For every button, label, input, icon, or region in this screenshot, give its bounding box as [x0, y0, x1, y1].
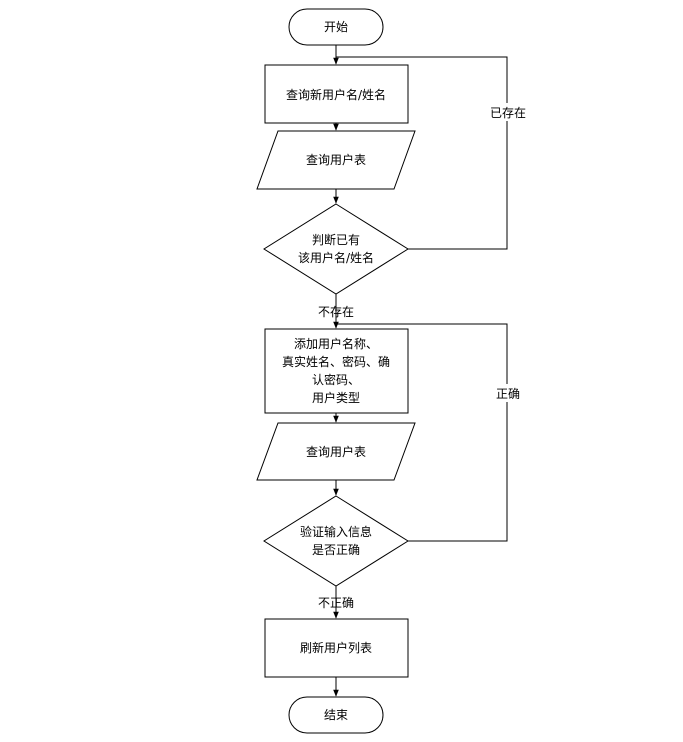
validate-input-line-1: 验证输入信息: [300, 524, 372, 539]
label-exists-bg: [484, 103, 530, 121]
add-user-line-1: 添加用户名称、: [294, 336, 378, 351]
start-label: 开始: [324, 20, 348, 34]
start-node: 开始: [288, 8, 384, 46]
check-exists-decision: 判断已有 该用户名/姓名: [263, 203, 409, 295]
label-not-exists: 不存在: [318, 305, 354, 319]
end-label: 结束: [324, 708, 348, 722]
label-correct-bg: [492, 384, 524, 402]
validate-input-decision: 验证输入信息 是否正确: [263, 495, 409, 587]
add-user-line-3: 认密码、: [312, 372, 360, 387]
check-exists-line-2: 该用户名/姓名: [298, 250, 374, 265]
add-user-line-2: 真实姓名、密码、确: [282, 354, 390, 369]
label-correct: 正确: [496, 387, 520, 401]
query-user-table-2-label: 查询用户表: [306, 444, 366, 459]
query-user-table-1-label: 查询用户表: [306, 152, 366, 167]
query-new-user-label: 查询新用户名/姓名: [286, 87, 386, 102]
label-exists: 已存在: [490, 106, 526, 120]
check-exists-line-1: 判断已有: [312, 232, 360, 247]
query-user-table-2-node: 查询用户表: [256, 422, 416, 481]
end-node: 结束: [288, 696, 384, 734]
query-user-table-1-node: 查询用户表: [256, 130, 416, 190]
label-incorrect: 不正确: [318, 596, 354, 610]
refresh-list-node: 刷新用户列表: [264, 618, 409, 678]
query-new-user-node: 查询新用户名/姓名: [264, 64, 409, 124]
refresh-list-label: 刷新用户列表: [300, 640, 372, 655]
add-user-line-4: 用户类型: [312, 390, 360, 405]
add-user-node: 添加用户名称、 真实姓名、密码、确 认密码、 用户类型: [264, 328, 409, 414]
edge-exists-loop: [336, 56, 508, 250]
edge-correct-loop: [336, 323, 508, 542]
validate-input-line-2: 是否正确: [312, 543, 360, 557]
